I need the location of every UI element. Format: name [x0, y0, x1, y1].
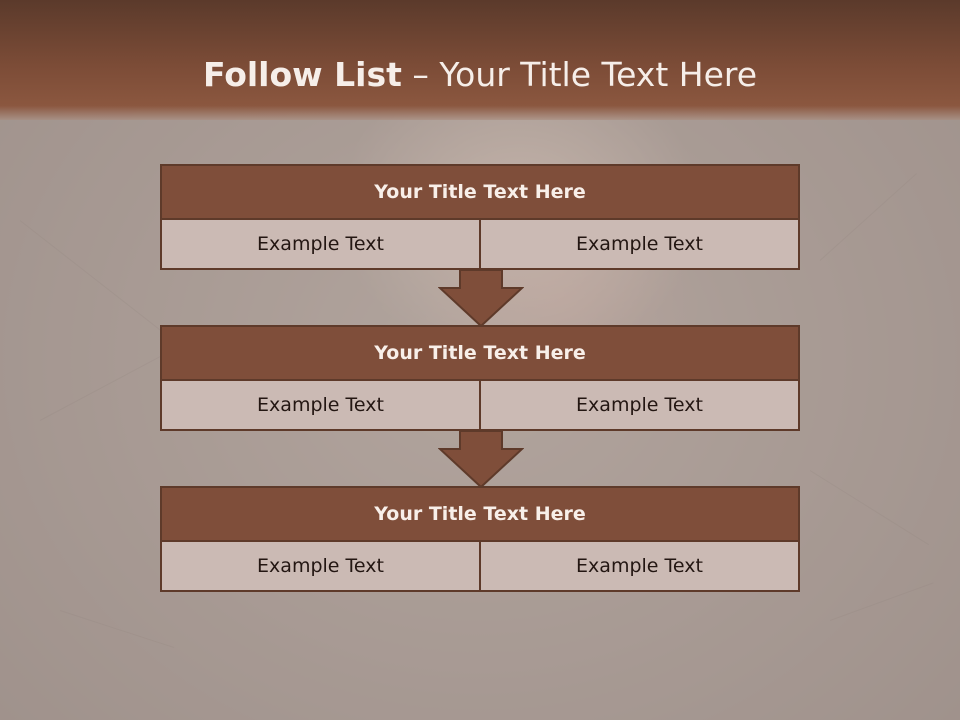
step-title-2: Your Title Text Here: [160, 325, 800, 381]
down-arrow-icon: [438, 270, 524, 328]
step-1-right-text: Example Text: [479, 220, 798, 268]
step-2-left-text: Example Text: [257, 394, 384, 416]
step-block-3: Your Title Text Here Example Text Exampl…: [160, 486, 800, 592]
step-row-1: Example Text Example Text: [160, 220, 800, 270]
step-2-right-text: Example Text: [479, 381, 798, 429]
step-block-2: Your Title Text Here Example Text Exampl…: [160, 325, 800, 431]
step-row-3: Example Text Example Text: [160, 542, 800, 592]
step-block-1: Your Title Text Here Example Text Exampl…: [160, 164, 800, 270]
step-1-left-text: Example Text: [257, 233, 384, 255]
down-arrow-icon: [438, 431, 524, 489]
title-band: [0, 0, 960, 120]
slide-title: Follow List – Your Title Text Here: [0, 52, 960, 98]
slide-title-bold: Follow List: [202, 55, 402, 94]
slide-title-rest: – Your Title Text Here: [401, 55, 758, 94]
step-title-1: Your Title Text Here: [160, 164, 800, 220]
step-row-2: Example Text Example Text: [160, 381, 800, 431]
step-title-3: Your Title Text Here: [160, 486, 800, 542]
step-3-left-text: Example Text: [257, 555, 384, 577]
step-3-right-text: Example Text: [479, 542, 798, 590]
